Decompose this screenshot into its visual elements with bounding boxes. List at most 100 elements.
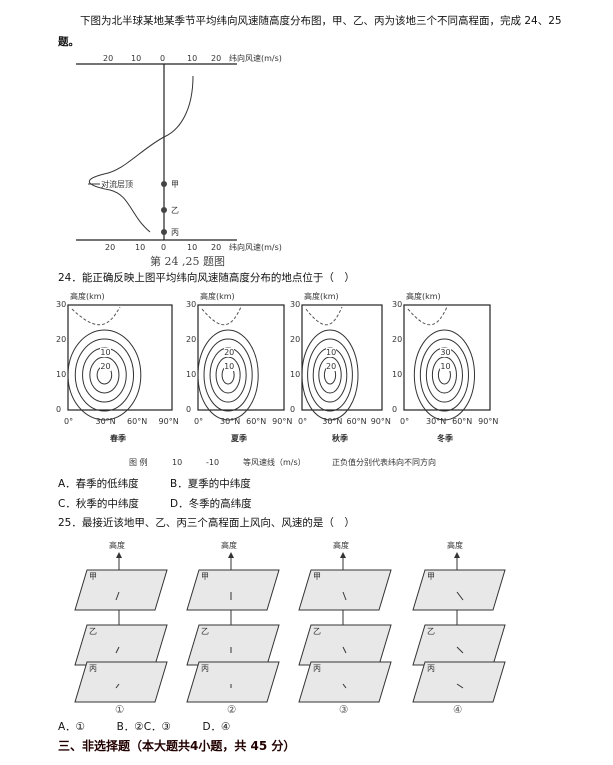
q25-options[interactable]: A．① B．②C．③ D．④ <box>58 721 231 733</box>
height-axis-label: 高度 <box>221 541 237 550</box>
height-plane <box>74 661 168 703</box>
y-tick: 30 <box>56 300 67 309</box>
y-tick: 10 <box>290 370 301 379</box>
intro-line-1: 下图为北半球某地某季节平均纬向风速随高度分布图，甲、乙、丙为该地三个不同高程面，… <box>80 15 562 27</box>
x-tick: 30°N <box>426 417 447 426</box>
y-tick: 30 <box>290 300 301 309</box>
season-contour-plot <box>403 304 491 421</box>
y-tick: 20 <box>290 335 301 344</box>
y-tick: 10 <box>56 370 67 379</box>
x-tick: 60°N <box>246 417 267 426</box>
bottom-tick: 10 <box>135 243 146 252</box>
wind-3d-diagram <box>74 552 168 703</box>
layer-label: 甲 <box>201 572 209 581</box>
legend-solid-sample: 10 <box>172 458 183 467</box>
layer-label: 丙 <box>89 664 97 673</box>
bottom-tick: 20 <box>105 243 116 252</box>
layer-label: 乙 <box>201 627 209 636</box>
top-axis-label: 纬向风速(m/s) <box>229 54 282 63</box>
panel-number: ① <box>115 704 125 716</box>
y-tick: 10 <box>392 370 403 379</box>
y-tick: 30 <box>186 300 197 309</box>
x-tick: 60°N <box>127 417 148 426</box>
x-tick: 90°N <box>158 417 179 426</box>
layer-label: 丙 <box>201 664 209 673</box>
point-label-bing: 丙 <box>171 228 179 237</box>
q24-option-c[interactable]: C．秋季的中纬度 <box>58 498 139 510</box>
layer-label: 乙 <box>89 627 97 636</box>
q24-option-b[interactable]: B．夏季的中纬度 <box>170 478 251 490</box>
x-tick: 0° <box>64 417 74 426</box>
legend-title: 图 例 <box>129 458 148 467</box>
bottom-tick: 10 <box>187 243 198 252</box>
season-contour-plot <box>67 304 173 421</box>
x-tick: 90°N <box>272 417 293 426</box>
x-tick: 30°N <box>220 417 241 426</box>
height-axis-label: 高度 <box>109 541 125 550</box>
top-tick: 10 <box>131 54 142 63</box>
y-tick: 10 <box>186 370 197 379</box>
intro-line-2: 题。 <box>58 36 79 48</box>
q24-question: 24．能正确反映上图平均纬向风速随高度分布的地点位于（ ） <box>58 272 355 284</box>
contour-label: 10 <box>326 348 337 357</box>
season-label: 春季 <box>110 434 126 443</box>
season-label: 冬季 <box>437 434 453 443</box>
height-plane <box>298 661 392 703</box>
y-axis-label: 高度(km) <box>304 292 339 301</box>
contour-label: 30 <box>440 348 451 357</box>
height-axis-label: 高度 <box>333 541 349 550</box>
layer-label: 甲 <box>89 572 97 581</box>
q25-question: 25．最接近该地甲、乙、丙三个高程面上风向、风速的是（ ） <box>58 517 355 529</box>
q24-option-a[interactable]: A．春季的低纬度 <box>58 478 139 490</box>
height-axis-label: 高度 <box>447 541 463 550</box>
bottom-tick: 20 <box>211 243 222 252</box>
layer-label: 甲 <box>427 572 435 581</box>
x-tick: 90°N <box>478 417 499 426</box>
x-tick: 90°N <box>370 417 391 426</box>
x-tick: 60°N <box>346 417 367 426</box>
y-tick: 0 <box>56 405 62 414</box>
layer-label: 丙 <box>427 664 435 673</box>
season-contour-plot <box>197 304 285 421</box>
q24-option-d[interactable]: D．冬季的高纬度 <box>170 498 252 510</box>
y-tick: 0 <box>186 405 192 414</box>
top-tick: 20 <box>103 54 114 63</box>
height-plane <box>186 661 280 703</box>
season-label: 夏季 <box>231 434 247 443</box>
contour-label: 10 <box>440 362 451 371</box>
height-plane <box>412 569 506 611</box>
layer-label: 甲 <box>313 572 321 581</box>
layer-label: 乙 <box>313 627 321 636</box>
top-tick: 20 <box>211 54 222 63</box>
x-tick: 0° <box>298 417 308 426</box>
season-label: 秋季 <box>332 434 348 443</box>
y-axis-label: 高度(km) <box>406 292 441 301</box>
y-tick: 30 <box>392 300 403 309</box>
height-plane <box>412 661 506 703</box>
panel-number: ④ <box>453 704 463 716</box>
x-tick: 30°N <box>95 417 116 426</box>
y-tick: 0 <box>392 405 398 414</box>
layer-label: 丙 <box>313 664 321 673</box>
tropopause-label: 对流层顶 <box>101 180 133 189</box>
height-plane <box>298 569 392 611</box>
legend-dashed-sample: -10 <box>206 458 220 467</box>
top-tick: 10 <box>187 54 198 63</box>
season-contour-plot <box>301 304 383 421</box>
wind-3d-diagram <box>186 552 280 703</box>
point-label-yi: 乙 <box>171 206 179 215</box>
layer-label: 乙 <box>427 627 435 636</box>
wind-speed-curve <box>89 75 194 233</box>
y-tick: 0 <box>290 405 296 414</box>
point-jia <box>161 181 167 187</box>
bottom-axis-label: 纬向风速(m/s) <box>229 243 282 252</box>
y-tick: 20 <box>56 335 67 344</box>
y-tick: 20 <box>186 335 197 344</box>
x-tick: 30°N <box>322 417 343 426</box>
bottom-tick: 0 <box>161 243 167 252</box>
x-tick: 0° <box>400 417 410 426</box>
point-yi <box>161 207 167 213</box>
point-label-jia: 甲 <box>171 180 179 189</box>
contour-label: 10 <box>224 362 235 371</box>
contour-label: 20 <box>100 362 111 371</box>
